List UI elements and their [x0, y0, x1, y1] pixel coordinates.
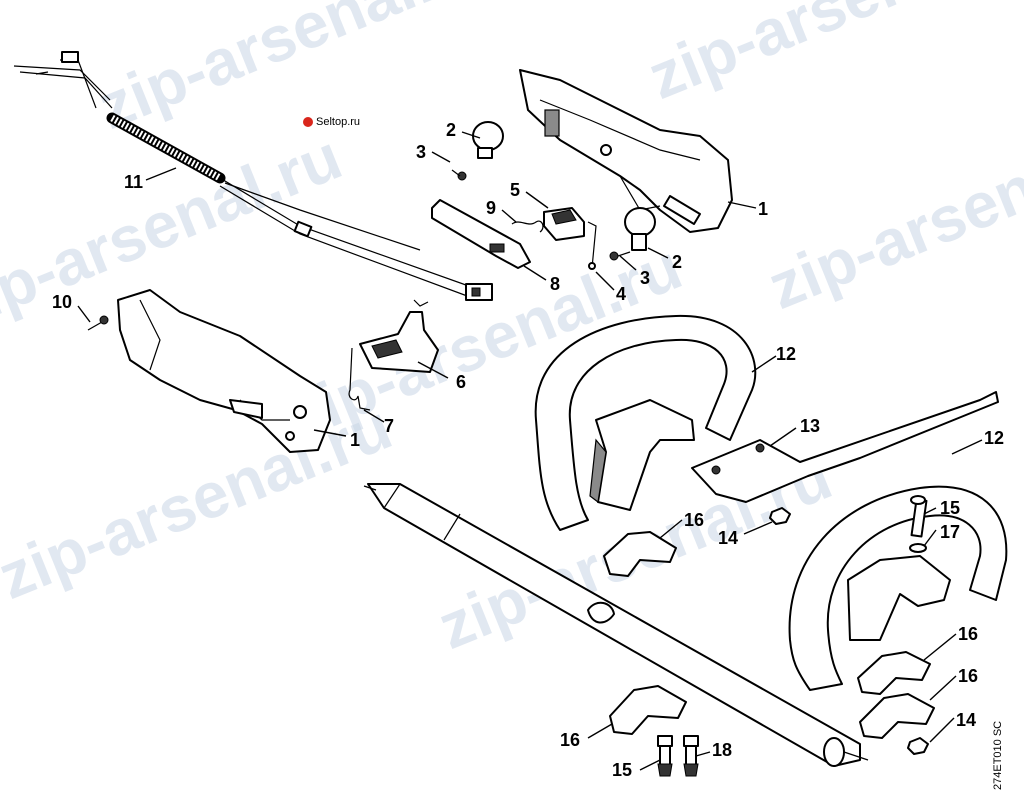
label-8: 8 — [550, 274, 560, 294]
clamp-16-mid — [603, 531, 677, 577]
label-1-top: 1 — [758, 199, 768, 219]
label-16-right-b: 16 — [958, 666, 978, 686]
label-4: 4 — [616, 284, 626, 304]
label-14-mid: 14 — [718, 528, 738, 548]
label-1-bottom: 1 — [350, 430, 360, 450]
throttle-trigger — [431, 199, 531, 269]
label-12-right: 12 — [984, 428, 1004, 448]
label-11: 11 — [124, 172, 143, 192]
label-6: 6 — [456, 372, 466, 392]
loop-handle-right — [788, 485, 1008, 691]
label-16-mid: 16 — [684, 510, 704, 530]
label-15-bottom: 15 — [612, 760, 632, 780]
interlock-lever-6 — [359, 299, 439, 373]
watermark-1: zip-arsenal.ru — [88, 0, 501, 143]
wiring-harness — [13, 51, 493, 301]
label-3-right: 3 — [640, 268, 650, 288]
screw-15-bottom — [657, 735, 673, 777]
label-14-bottom: 14 — [956, 710, 976, 730]
drawing-reference-code: 274ET010 SC — [992, 720, 1004, 790]
drive-shaft-tube — [363, 483, 869, 767]
label-18: 18 — [712, 740, 732, 760]
loop-handle-top — [534, 314, 757, 531]
clamp-right — [609, 207, 656, 261]
watermark-5: zip-arsenal.ru — [0, 390, 401, 613]
clamp-16-right-a — [857, 651, 931, 695]
screw-15-right — [910, 495, 928, 538]
screw-10 — [87, 315, 109, 331]
nut-14-mid — [769, 507, 791, 525]
handle-housing-bottom — [117, 289, 331, 453]
label-5: 5 — [510, 180, 520, 200]
label-17: 17 — [940, 522, 960, 542]
torsion-spring-7 — [348, 347, 371, 411]
clamp-16-right-b — [859, 693, 935, 739]
label-16-bottom: 16 — [560, 730, 580, 750]
label-2-left: 2 — [446, 120, 456, 140]
handle-housing-top — [519, 69, 733, 233]
leader-lines — [77, 131, 983, 771]
logo-dot-icon — [303, 117, 313, 128]
callout-labels: 1 1 2 2 3 3 4 5 6 7 8 9 10 11 12 12 13 1… — [52, 120, 1004, 780]
watermark-4: zip-arsenal.ru — [638, 0, 1024, 113]
torsion-spring-9 — [511, 220, 544, 233]
bracket-13 — [691, 391, 999, 503]
label-15-right: 15 — [940, 498, 960, 518]
lever-rod-4 — [587, 221, 597, 270]
washer-17 — [909, 543, 927, 553]
logo-text: Seltop.ru — [316, 116, 361, 128]
seltop-logo: Seltop.ru — [303, 116, 360, 128]
label-7: 7 — [384, 416, 394, 436]
stop-switch-5 — [543, 207, 585, 241]
label-13: 13 — [800, 416, 820, 436]
label-16-right-a: 16 — [958, 624, 978, 644]
label-3-left: 3 — [416, 142, 426, 162]
label-9: 9 — [486, 198, 496, 218]
nut-14-bottom — [907, 737, 929, 755]
clamp-top-left — [451, 121, 504, 181]
label-2-right: 2 — [672, 252, 682, 272]
watermark-7: zip-arsenal.ru — [758, 100, 1024, 323]
label-10: 10 — [52, 292, 72, 312]
label-12-top: 12 — [776, 344, 796, 364]
clamp-16-bottom — [609, 685, 687, 735]
screw-18 — [683, 735, 699, 777]
